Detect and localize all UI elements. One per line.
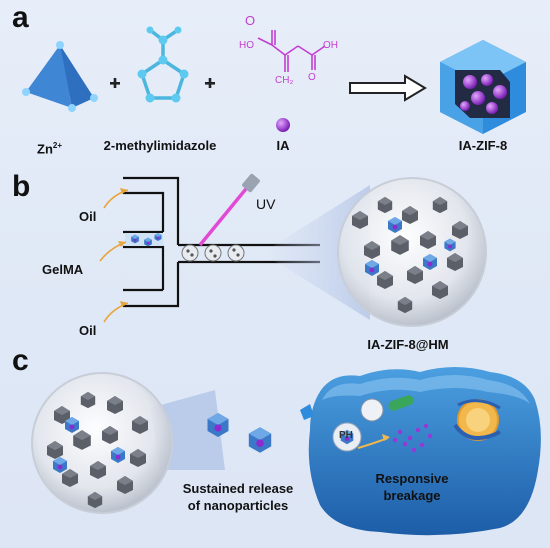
released-ia-ions [392, 423, 433, 453]
ia-ball-icon [276, 118, 290, 132]
label-2-methylimidazole: 2-methylimidazole [103, 138, 217, 153]
ia-zif8-crystal-icon [440, 40, 526, 134]
nucleus-icon [453, 399, 501, 441]
label-responsive-line1: Responsive [375, 471, 449, 486]
magnification-beam [262, 185, 370, 320]
label-gelma: GelMA [42, 262, 84, 277]
microsphere-hm [337, 177, 487, 327]
chem-ch2: CH₂ [275, 75, 294, 86]
label-oil-bottom: Oil [79, 323, 97, 338]
mitochondria-icon [388, 395, 414, 411]
label-ia: IA [276, 138, 290, 153]
label-oil-top: Oil [79, 209, 97, 224]
chem-oh: OH [323, 40, 338, 51]
zn-tetrahedron-icon [22, 41, 98, 112]
chem-ho: HO [239, 40, 254, 51]
droplets-in-channel [181, 244, 245, 262]
label-sustained-release: Sustained release of nanoparticles [183, 480, 294, 514]
microsphere-release [31, 372, 173, 514]
reaction-arrow-icon [349, 74, 427, 102]
panel-label-a: a [12, 1, 29, 34]
panel-label-b: b [12, 170, 31, 203]
uv-lamp-icon [198, 173, 260, 247]
label-sustained-line2: of nanoparticles [187, 498, 289, 513]
label-responsive-line2: breakage [383, 488, 441, 503]
itaconic-acid-structure-icon [257, 30, 326, 72]
panel-label-c: c [12, 344, 29, 377]
label-responsive-breakage: Responsive breakage [376, 470, 449, 504]
label-ia-zif8-hm: IA-ZIF-8@HM [367, 337, 449, 352]
label-uv: UV [256, 196, 276, 212]
plus-icon [205, 78, 215, 88]
cell-icon [300, 367, 541, 536]
chem-o-bottom: O [308, 72, 316, 83]
label-zn: Zn2+ [37, 141, 63, 157]
ph-bubble-icon [332, 398, 384, 452]
label-sustained-line1: Sustained release [182, 481, 294, 496]
label-ph: PH [339, 430, 353, 441]
plus-icon [110, 78, 120, 88]
chem-o-top: O [245, 13, 256, 28]
label-ia-zif8: IA-ZIF-8 [458, 138, 508, 153]
imidazole-atoms [137, 26, 189, 103]
